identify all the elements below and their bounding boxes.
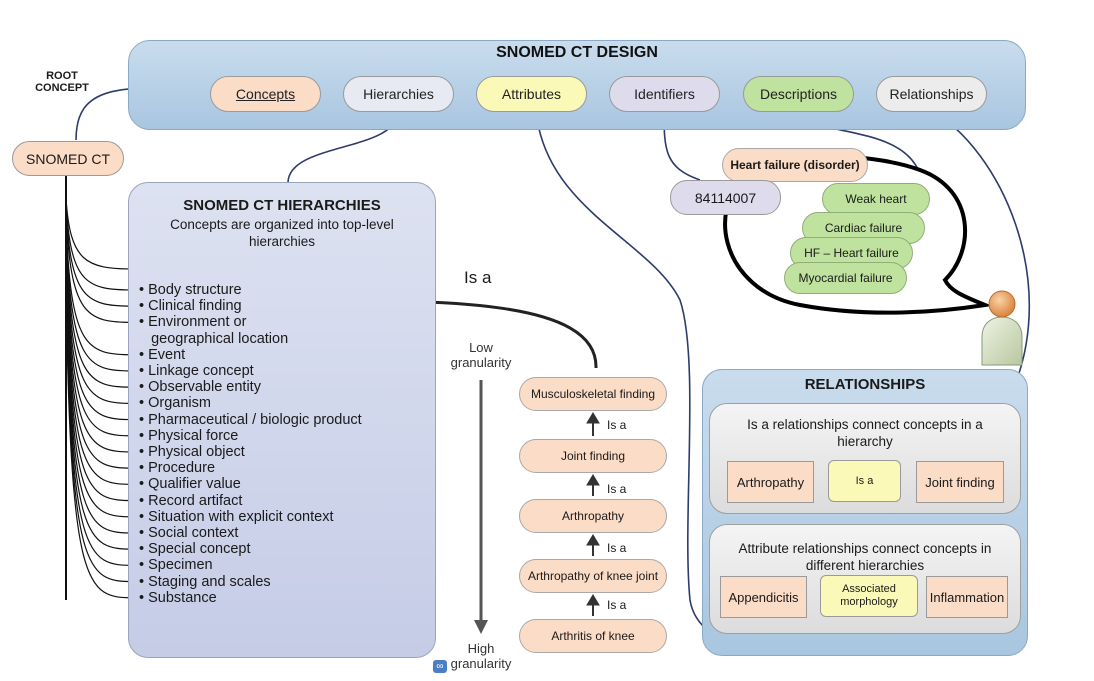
hierarchy-item: Event [139,347,429,363]
relationships-title: RELATIONSHIPS [804,376,926,393]
isa-example-type: Is a [828,460,901,502]
root-to-hierarchy-line [65,255,135,518]
synonym-pill: Myocardial failure [784,262,907,294]
attribute-example-type: Associated morphology [820,575,918,617]
chain-isa-label: Is a [607,541,627,555]
hierarchy-item: Staging and scales [139,574,429,590]
snomed-ct-root-pill: SNOMED CT [12,141,124,176]
hierarchy-item: Physical object [139,444,429,460]
root-to-hierarchy-line [65,207,135,323]
hierarchy-item: Linkage concept [139,363,429,379]
root-to-hierarchy-line [65,251,135,502]
chain-concept: Arthritis of knee [519,619,667,653]
relationships-pill: Relationships [876,76,987,112]
hierarchy-item: Physical force [139,428,429,444]
hierarchies-pill: Hierarchies [343,76,454,112]
root-label-line1: ROOT [46,70,78,82]
root-to-hierarchy-line [65,243,135,469]
hierarchy-item: Organism [139,395,429,411]
concepts-pill[interactable]: Concepts [210,76,321,112]
root-to-hierarchy-line [65,197,135,270]
hierarchy-item-continuation: geographical location [151,330,289,347]
hierarchy-item: Special concept [139,541,429,557]
hierarchy-item: Pharmaceutical / biologic product [139,412,429,428]
fully-specified-name: Heart failure (disorder) [722,148,868,182]
hierarchy-item: Situation with explicit context [139,509,429,525]
isa-arrow-head [586,594,600,606]
concept-id-pill: 84114007 [670,180,781,215]
hierarchy-item: Specimen [139,557,429,573]
root-label-line2: CONCEPT [35,82,89,94]
attribute-example-destination: Inflammation [926,576,1008,618]
hierarchy-item: Qualifier value [139,476,429,492]
hierarchy-item: Observable entity [139,379,429,395]
identifiers-pill: Identifiers [609,76,720,112]
hierarchy-item: Clinical finding [139,298,429,314]
hierarchy-list: Body structure Clinical finding Environm… [139,282,429,606]
chain-concept: Arthropathy [519,499,667,533]
isa-arrow-head [586,412,600,424]
hierarchies-title: SNOMED CT HIERARCHIES [183,197,381,214]
low-granularity-line2: granularity [450,355,512,370]
high-granularity-label: High granularity [440,641,522,671]
high-granularity-line2: granularity [450,656,512,671]
hierarchy-item: Procedure [139,460,429,476]
high-granularity-line1: High [467,641,495,656]
root-to-hierarchy-line [65,203,135,307]
hierarchy-item: Social context [139,525,429,541]
isa-label: Is a [464,268,492,287]
person-icon [981,290,1023,366]
synonym-pill: Weak heart [822,183,930,215]
root-concept-label: ROOT CONCEPT [26,70,98,94]
hierarchy-item: Record artifact [139,493,429,509]
attributes-pill: Attributes [476,76,587,112]
hierarchies-subtitle: Concepts are organized into top-level hi… [170,217,394,249]
root-to-hierarchy-line [65,219,135,372]
root-to-hierarchy-line [65,267,135,566]
root-to-hierarchy-line [65,271,135,583]
link-icon[interactable]: ∞ [433,660,447,673]
chain-isa-label: Is a [607,482,627,496]
isa-relationship-description: Is a relationships connect concepts in a… [747,417,983,449]
low-granularity-label: Low granularity [440,340,522,370]
isa-arrow-head [586,474,600,486]
low-granularity-line1: Low [469,340,493,355]
chain-concept: Arthropathy of knee joint [519,559,667,593]
isa-example-source: Arthropathy [727,461,814,503]
root-to-hierarchy-line [65,231,135,421]
root-to-hierarchy-line [65,215,135,356]
root-to-hierarchy-line [65,275,135,599]
hierarchy-item: Body structure [139,282,429,298]
chain-isa-label: Is a [607,418,627,432]
attribute-relationship-description: Attribute relationships connect concepts… [738,541,992,573]
isa-arrow-head [586,534,600,546]
hierarchy-item: Environment or [139,314,429,330]
descriptions-pill: Descriptions [743,76,854,112]
root-to-hierarchy-line [65,227,135,404]
chain-isa-label: Is a [607,598,627,612]
root-to-hierarchy-line [65,263,135,550]
root-to-hierarchy-line [65,199,135,291]
chain-concept: Musculoskeletal finding [519,377,667,411]
granularity-arrow [474,380,488,634]
root-to-hierarchy-line [65,235,135,437]
hierarchy-item: Substance [139,590,429,606]
root-to-hierarchy-line [65,239,135,453]
attribute-example-source: Appendicitis [720,576,807,618]
root-to-hierarchy-line [65,223,135,388]
root-to-hierarchy-line [65,259,135,534]
design-title: SNOMED CT DESIGN [496,44,658,61]
root-to-hierarchy-line [65,247,135,485]
chain-concept: Joint finding [519,439,667,473]
isa-example-destination: Joint finding [916,461,1004,503]
